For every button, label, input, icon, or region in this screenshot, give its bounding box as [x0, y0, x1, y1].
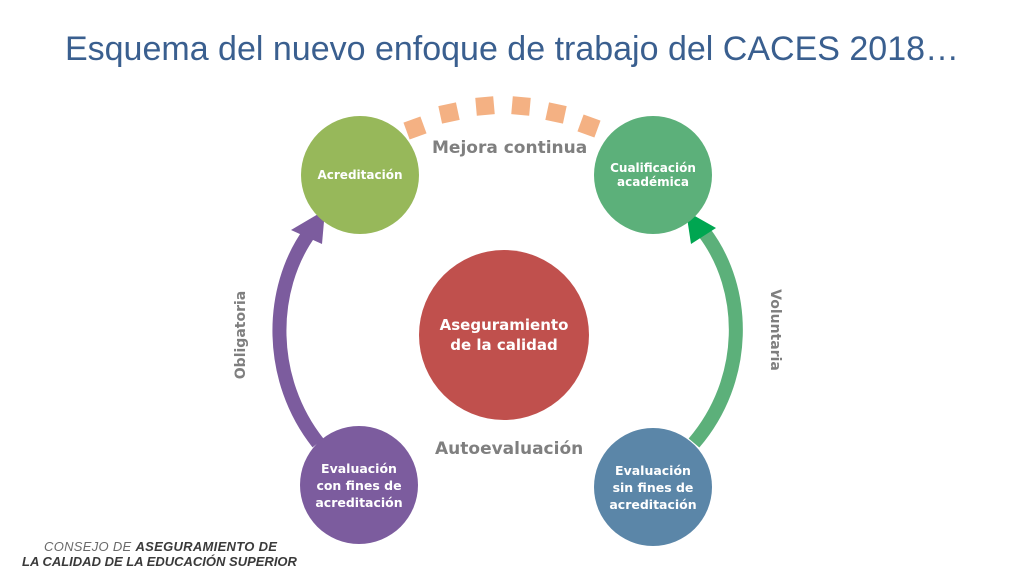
- label-mejora-continua: Mejora continua: [432, 138, 588, 158]
- organization-logo: CONSEJO DE ASEGURAMIENTO DE LA CALIDAD D…: [22, 539, 297, 569]
- page-title: Esquema del nuevo enfoque de trabajo del…: [64, 30, 960, 68]
- label-obligatoria: Obligatoria: [233, 290, 249, 380]
- label-voluntaria: Voluntaria: [767, 289, 783, 371]
- dashed-arc: [403, 96, 601, 140]
- obligatoria-arrow: [272, 210, 325, 448]
- label-autoevaluacion: Autoevaluación: [435, 439, 584, 459]
- node-acreditacion: Acreditación: [301, 116, 419, 234]
- voluntaria-arrow: [686, 211, 743, 448]
